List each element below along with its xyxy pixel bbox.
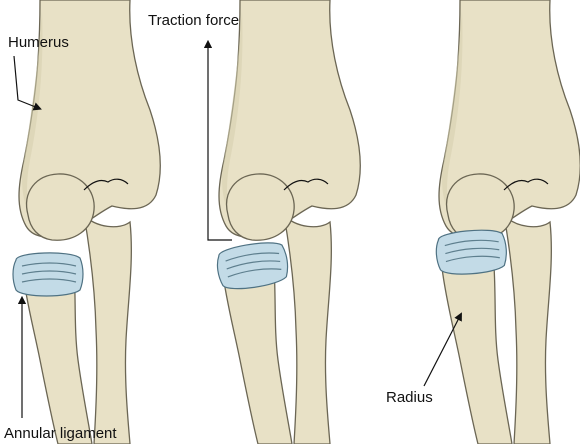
annular-ligament-band	[435, 228, 508, 276]
elbow-panel-normal	[13, 0, 160, 444]
humerus-label: Humerus	[8, 34, 69, 51]
elbow-panel-traction	[215, 0, 360, 444]
elbow-panel-displaced	[435, 0, 580, 444]
annular-ligament-label: Annular ligament	[4, 425, 117, 442]
annular-ligament-band	[215, 240, 290, 292]
traction-force-label: Traction force	[148, 12, 239, 29]
annular-ligament-band	[13, 253, 83, 296]
radius-label: Radius	[386, 389, 433, 406]
radius-leader	[424, 316, 460, 386]
